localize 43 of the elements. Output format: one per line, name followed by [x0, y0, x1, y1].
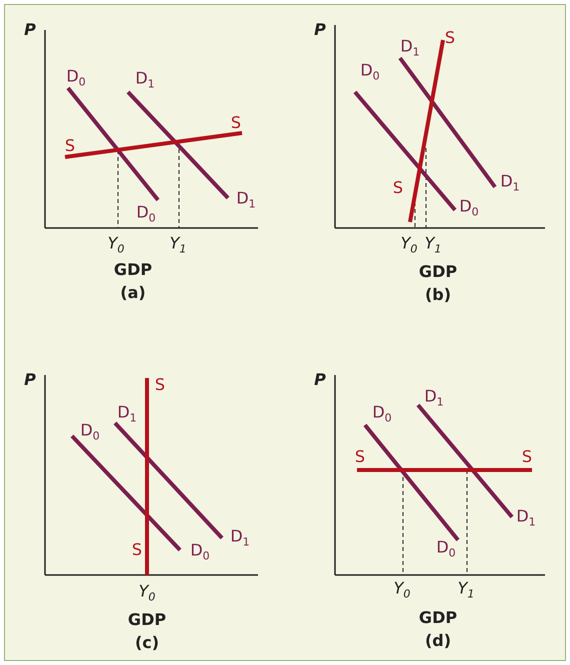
- axis-tick-label: Y$_{1}$: [424, 234, 442, 256]
- curve-label: D$_{0}$: [80, 421, 100, 443]
- curve-label: D$_{1}$: [117, 403, 137, 425]
- curve-label: S: [154, 376, 166, 394]
- curve-label: D$_{1}$: [400, 37, 420, 59]
- axis-label: P: [314, 371, 326, 389]
- curve-label: D$_{0}$: [136, 203, 156, 225]
- axis-tick-label: Y$_{0}$: [138, 582, 156, 604]
- panel-label: (b): [424, 286, 452, 304]
- curve-label: D$_{0}$: [66, 67, 86, 89]
- curve-label: D$_{1}$: [500, 172, 520, 194]
- curve-label: D$_{0}$: [436, 538, 456, 560]
- curve-label: D$_{1}$: [516, 507, 536, 529]
- curve-label: S: [392, 179, 404, 197]
- axis-title: GDP: [128, 611, 166, 629]
- axis-tick-label: Y$_{1}$: [458, 579, 474, 601]
- curve-label: S: [132, 541, 142, 559]
- curve-label: D$_{0}$: [372, 403, 392, 425]
- axis-label: P: [24, 371, 36, 389]
- curve-label: S: [354, 448, 366, 466]
- curve-label: D$_{1}$: [424, 387, 444, 409]
- curve-label: D$_{1}$: [230, 527, 250, 549]
- axis-title: GDP: [418, 609, 458, 627]
- axis-tick-label: Y$_{0}$: [108, 234, 124, 256]
- axis-tick-label: Y$_{0}$: [394, 579, 410, 601]
- curve-label: S: [444, 29, 456, 47]
- axis-tick-label: Y$_{0}$: [400, 234, 418, 256]
- axis-label: P: [314, 21, 326, 39]
- curve-label: S: [64, 137, 76, 155]
- curve-label: D$_{0}$: [190, 541, 210, 563]
- axis-tick-label: Y$_{1}$: [170, 234, 186, 256]
- curve-label: S: [230, 114, 242, 132]
- axis-title: GDP: [114, 261, 152, 279]
- curve-label: S: [522, 448, 532, 466]
- panel-label: (c): [134, 634, 160, 652]
- curve-label: D$_{1}$: [236, 189, 256, 211]
- axis-label: P: [24, 21, 36, 39]
- curve-label: D$_{1}$: [135, 69, 155, 91]
- axis-title: GDP: [418, 263, 458, 281]
- panel-label: (d): [424, 632, 452, 650]
- panel-label: (a): [120, 284, 146, 302]
- curve-label: D$_{0}$: [360, 61, 380, 83]
- curve-label: D$_{0}$: [459, 197, 479, 219]
